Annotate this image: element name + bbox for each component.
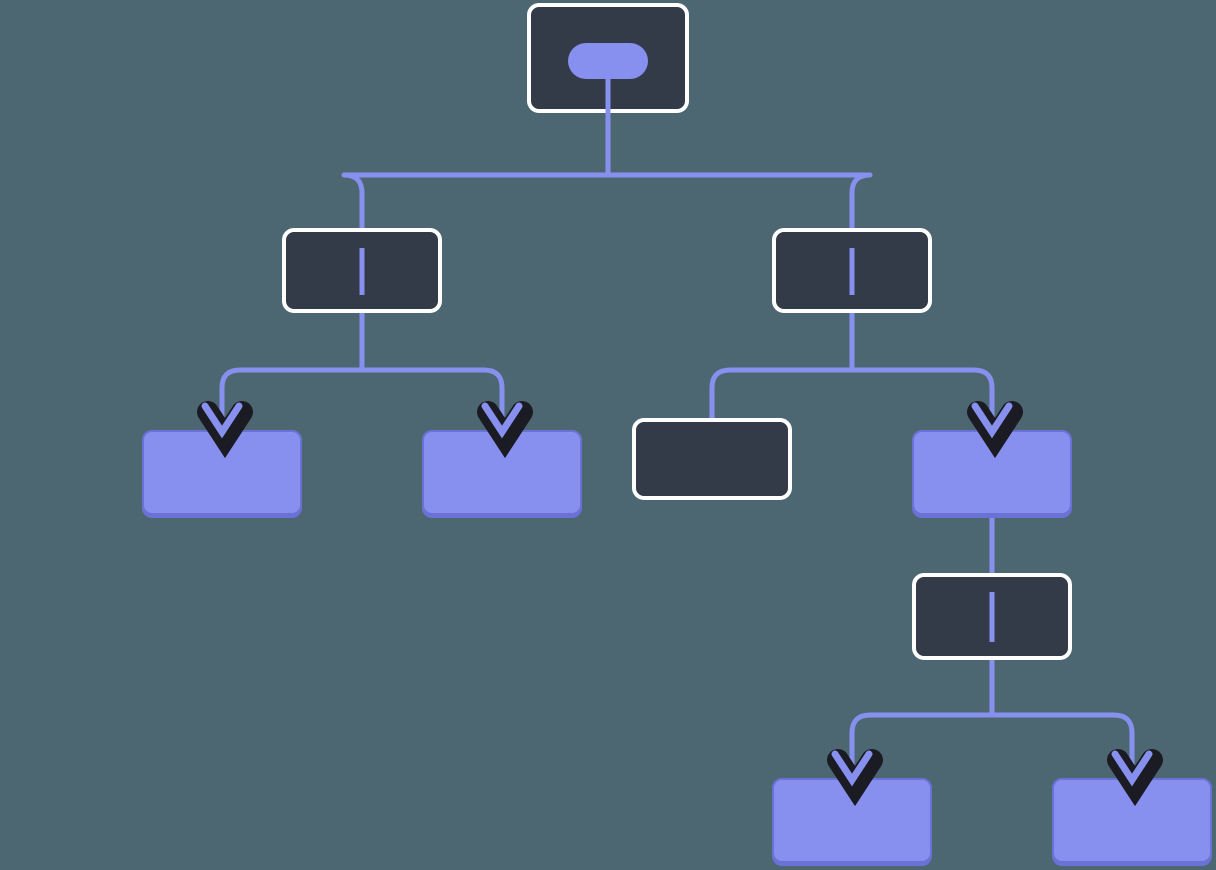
level3-node-a[interactable] [142,430,302,515]
level3-node-b[interactable] [422,430,582,515]
level4-node[interactable] [912,573,1072,660]
level3-node-c[interactable] [632,418,792,500]
level2-left-node[interactable] [282,228,442,313]
level2-right-node[interactable] [772,228,932,313]
root-pill-badge [568,43,648,79]
level5-right-node[interactable] [1052,778,1212,863]
root-node[interactable] [527,3,689,113]
level3-node-d[interactable] [912,430,1072,515]
level5-left-node[interactable] [772,778,932,863]
